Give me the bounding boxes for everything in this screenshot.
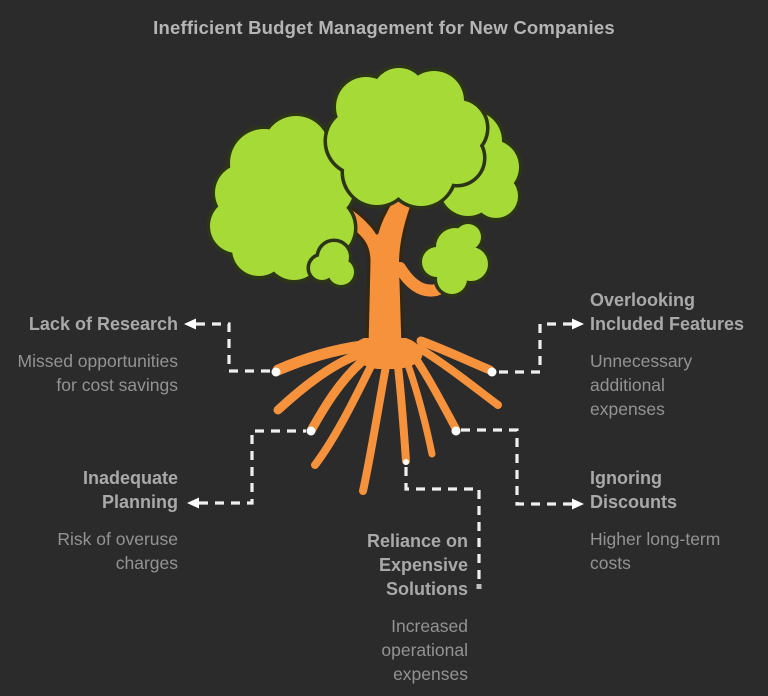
connector-lack-of-research [184,318,281,377]
item-heading: Reliance on Expensive Solutions [366,531,468,599]
item-inadequate-planning: Inadequate Planning Risk of overuse char… [0,466,178,575]
item-reliance-on-expensive-solutions: Reliance on Expensive Solutions Increase… [338,529,468,686]
connector-reliance-on-expensive-solutions [403,459,482,589]
item-description: Risk of overuse charges [57,529,178,573]
item-heading: Overlooking Included Features [590,290,745,334]
item-lack-of-research: Lack of Research Missed opportunities fo… [0,312,179,397]
root-anchor-dot [403,459,409,465]
root-anchor-dot [271,367,281,377]
root-anchor-dot [451,426,461,436]
item-description: Unnecessary additional expenses [590,351,693,419]
item-description: Higher long-term costs [590,529,721,573]
connector-ignoring-discounts [451,426,584,510]
arrow-right-icon [572,498,584,510]
arrow-left-icon [184,318,196,330]
connector-overlooking-included-features [487,318,584,377]
connector-inadequate-planning [187,426,316,509]
arrow-right-icon [572,318,584,330]
line-end-mark [476,584,482,589]
root-anchor-dot [487,367,497,377]
item-ignoring-discounts: Ignoring Discounts Higher long-term cost… [590,466,768,575]
tree-canopy [210,68,519,294]
connectors [184,318,584,589]
item-overlooking-included-features: Overlooking Included Features Unnecessar… [590,288,768,421]
tree-roots [272,336,502,495]
item-heading: Lack of Research [28,314,178,334]
item-description: Increased operational expenses [381,616,468,684]
page-title: Inefficient Budget Management for New Co… [153,17,615,38]
item-description: Missed opportunities for cost savings [17,351,179,395]
arrow-left-icon [187,497,199,509]
root-anchor-dot [306,426,316,436]
item-heading: Inadequate Planning [82,468,178,512]
item-heading: Ignoring Discounts [590,468,678,512]
